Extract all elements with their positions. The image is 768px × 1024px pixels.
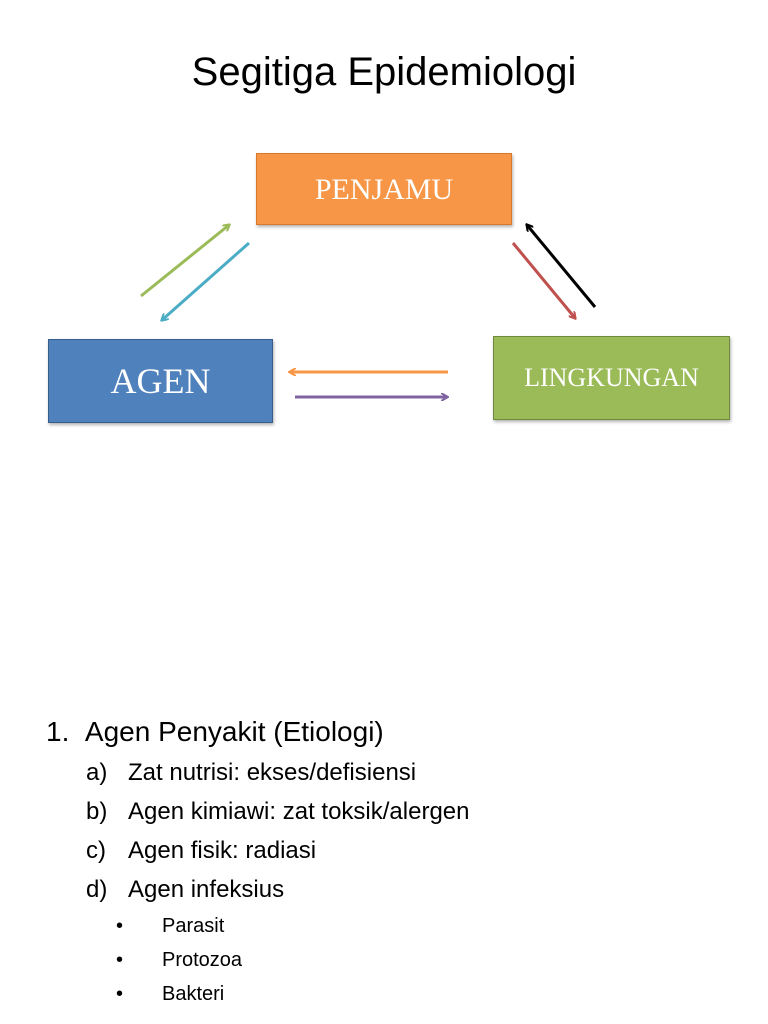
node-lingkungan-label: LINGKUNGAN — [524, 363, 699, 392]
sub-item-text: Bakteri — [162, 983, 225, 1005]
bullet-icon: • — [116, 915, 124, 937]
sub-list-item: • Parasit — [116, 915, 224, 938]
arrow-penjamu-to-lingkungan — [511, 242, 575, 318]
item-text: Agen kimiawi: zat toksik/alergen — [128, 798, 470, 825]
item-marker: c) — [86, 837, 106, 864]
item-marker: a) — [86, 759, 108, 786]
bullet-icon: • — [116, 983, 124, 1005]
list-heading: 1. Agen Penyakit (Etiologi) — [46, 716, 384, 748]
node-agen: AGEN — [48, 339, 273, 423]
sub-list-item: • Protozoa — [116, 949, 242, 972]
list-item: a) Zat nutrisi: ekses/defisiensi — [86, 759, 416, 787]
node-agen-label: AGEN — [110, 361, 211, 401]
arrow-lingkungan-to-penjamu — [527, 225, 597, 308]
item-text: Zat nutrisi: ekses/defisiensi — [128, 759, 417, 786]
sub-item-text: Parasit — [162, 915, 225, 937]
arrow-penjamu-to-agen — [162, 241, 250, 320]
sub-item-text: Protozoa — [162, 949, 243, 971]
bullet-icon: • — [116, 949, 124, 971]
item-text: Agen fisik: radiasi — [128, 837, 317, 864]
node-penjamu: PENJAMU — [256, 153, 512, 225]
arrow-agen-to-penjamu — [140, 225, 229, 298]
list-item: d) Agen infeksius — [86, 876, 284, 904]
list-item: c) Agen fisik: radiasi — [86, 837, 316, 865]
item-marker: d) — [86, 876, 108, 903]
item-text: Agen infeksius — [128, 876, 285, 903]
item-marker: b) — [86, 798, 108, 825]
node-penjamu-label: PENJAMU — [314, 173, 454, 206]
list-item: b) Agen kimiawi: zat toksik/alergen — [86, 798, 469, 826]
slide-title: Segitiga Epidemiologi — [191, 50, 577, 94]
node-lingkungan: LINGKUNGAN — [493, 336, 730, 420]
sub-list-item: • Bakteri — [116, 983, 224, 1006]
list-marker: 1. — [46, 716, 70, 747]
list-heading-text: Agen Penyakit (Etiologi) — [84, 716, 384, 747]
